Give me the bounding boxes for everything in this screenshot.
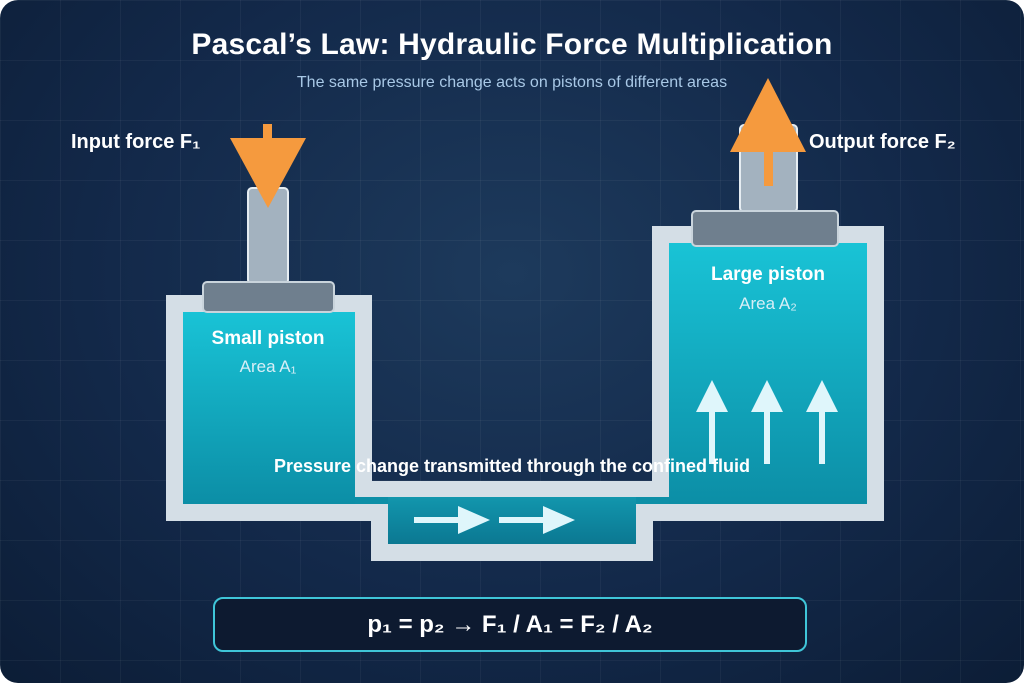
input-force-arrow <box>230 124 306 208</box>
large-piston-plate <box>691 210 839 247</box>
small-cylinder-fluid <box>183 312 355 504</box>
large-piston-label: Large piston <box>710 264 825 285</box>
flow-arrows <box>414 506 575 534</box>
input-force-label: Input force F₁ <box>71 131 201 153</box>
diagram-title: Pascal’s Law: Hydraulic Force Multiplica… <box>191 28 833 61</box>
upward-pressure-arrows <box>696 380 838 464</box>
large-piston-area-label: Area A₂ <box>739 294 797 313</box>
small-piston-plate <box>202 281 335 313</box>
upward-arrow <box>751 380 783 464</box>
small-piston-label: Small piston <box>211 328 325 349</box>
flow-arrow <box>414 506 490 534</box>
diagram-subtitle: The same pressure change acts on pistons… <box>296 74 728 91</box>
formula-panel: p₁ = p₂ → F₁ / A₁ = F₂ / A₂ <box>213 597 807 652</box>
small-piston <box>202 187 335 313</box>
upward-arrow <box>696 380 728 464</box>
pressure-transmission-label: Pressure change transmitted through the … <box>273 456 751 476</box>
small-piston-area-label: Area A₁ <box>239 357 297 376</box>
flow-arrow <box>499 506 575 534</box>
upward-arrow <box>806 380 838 464</box>
pascal-formula: p₁ = p₂ → F₁ / A₁ = F₂ / A₂ <box>367 611 653 638</box>
output-force-arrow <box>730 78 806 186</box>
output-force-label: Output force F₂ <box>809 131 956 153</box>
